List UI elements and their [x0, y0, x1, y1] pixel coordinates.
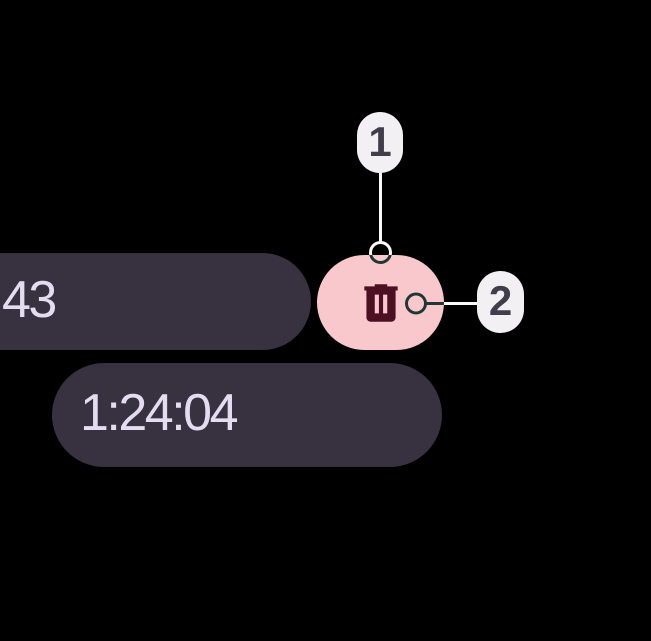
- delete-trash-icon: [356, 278, 406, 328]
- lap-time-pill: 43: [0, 253, 311, 350]
- delete-timer-button[interactable]: [317, 255, 444, 350]
- lap-time-text: 43: [2, 270, 57, 329]
- callout-badge-1: 1: [357, 112, 403, 173]
- total-time-text: 1:24:04: [80, 384, 239, 442]
- total-time-pill: 1:24:04: [52, 363, 442, 467]
- callout-badge-2: 2: [477, 271, 524, 333]
- callout-1-label: 1: [368, 117, 392, 165]
- callout-2-label: 2: [488, 277, 513, 324]
